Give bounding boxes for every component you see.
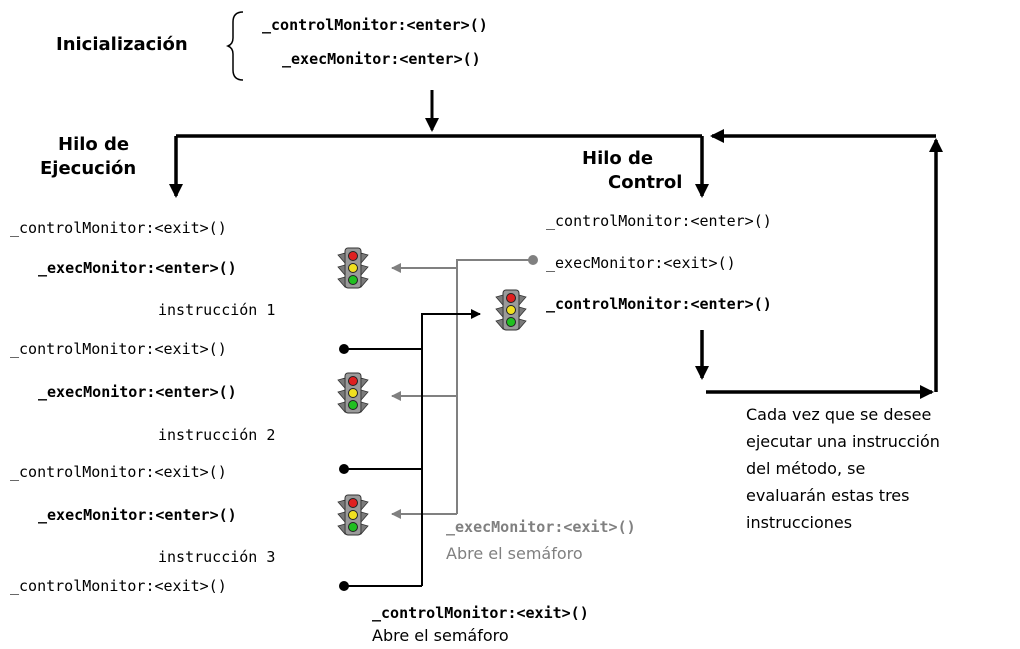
control-row-3: _controlMonitor:<enter>() — [546, 295, 772, 313]
loop-note-line-5: instrucciones — [746, 513, 853, 532]
exec-row-6: instrucción 2 — [158, 426, 276, 444]
exec-row-3: instrucción 1 — [158, 301, 276, 319]
exec-exit-annotation-text: Abre el semáforo — [446, 544, 583, 563]
control-row-1: _controlMonitor:<enter>() — [546, 212, 772, 230]
exec-exit-annotation-code: _execMonitor:<exit>() — [446, 518, 636, 536]
loop-note-line-2: ejecutar una instrucción — [746, 432, 940, 451]
loop-note-line-3: del método, se — [746, 459, 866, 478]
exec-row-1: _controlMonitor:<exit>() — [10, 219, 227, 237]
exec-row-7: _controlMonitor:<exit>() — [10, 463, 227, 481]
init-line-2: _execMonitor:<enter>() — [282, 50, 481, 68]
exec-row-4: _controlMonitor:<exit>() — [10, 340, 227, 358]
control-thread-title-1: Hilo de — [582, 148, 654, 169]
exec-row-9: instrucción 3 — [158, 548, 276, 566]
exec-thread-title-1: Hilo de — [58, 134, 130, 155]
exec-row-5: _execMonitor:<enter>() — [38, 383, 237, 401]
traffic-light-icon — [337, 372, 369, 414]
control-exit-line — [421, 309, 481, 586]
init-bracket — [225, 11, 244, 81]
traffic-light-icon — [337, 247, 369, 289]
init-line-1: _controlMonitor:<enter>() — [262, 16, 488, 34]
exec-thread-title-2: Ejecución — [40, 158, 137, 179]
loop-note-line-4: evaluarán estas tres — [746, 486, 910, 505]
exec-exit-line — [456, 259, 533, 514]
exec-row-10: _controlMonitor:<exit>() — [10, 577, 227, 595]
traffic-light-icon — [495, 289, 527, 331]
control-row-2: _execMonitor:<exit>() — [546, 254, 736, 272]
control-exit-annotation-text: Abre el semáforo — [372, 626, 509, 645]
traffic-light-icon — [337, 494, 369, 536]
control-exit-annotation-code: _controlMonitor:<exit>() — [372, 604, 589, 622]
init-label: Inicialización — [56, 34, 188, 55]
control-thread-title-2: Control — [608, 172, 683, 193]
exec-row-8: _execMonitor:<enter>() — [38, 506, 237, 524]
exec-row-2: _execMonitor:<enter>() — [38, 259, 237, 277]
loop-note-line-1: Cada vez que se desee — [746, 405, 932, 424]
